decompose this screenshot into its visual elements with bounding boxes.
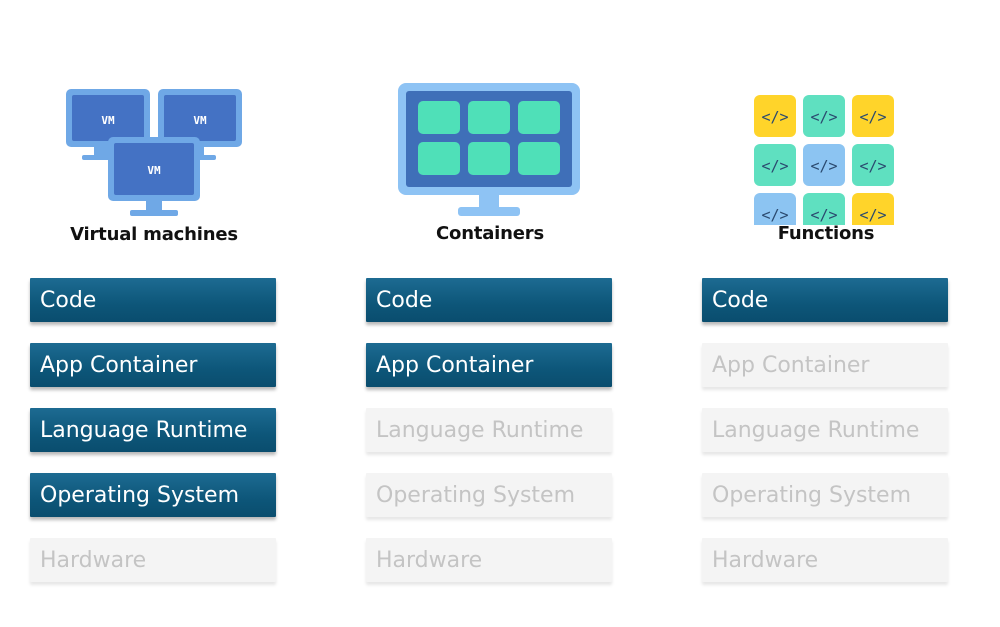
- layer-stack: Code App Container Language Runtime Oper…: [366, 278, 614, 603]
- function-tile: </>: [852, 144, 894, 186]
- vm-monitor-left: VM: [66, 89, 150, 147]
- column-title: Virtual machines: [70, 224, 238, 245]
- functions-icon: </> </> </> </> </> </> </> </> </>: [702, 75, 950, 225]
- vm-label: VM: [147, 164, 161, 177]
- layer-app-container: App Container: [366, 343, 612, 387]
- function-tile: </>: [803, 193, 845, 225]
- vm-label: VM: [101, 114, 115, 127]
- layer-operating-system: Operating System: [30, 473, 276, 517]
- layer-code: Code: [30, 278, 276, 322]
- layer-language-runtime: Language Runtime: [702, 408, 948, 452]
- function-tile: </>: [803, 144, 845, 186]
- column-virtual-machines: VM VM VM: [30, 0, 278, 627]
- code-glyph: </>: [761, 157, 788, 175]
- layer-operating-system: Operating System: [366, 473, 612, 517]
- code-glyph: </>: [810, 206, 837, 224]
- vm-monitor-front: VM: [108, 137, 200, 216]
- layer-hardware: Hardware: [702, 538, 948, 582]
- layer-language-runtime: Language Runtime: [30, 408, 276, 452]
- layer-app-container: App Container: [702, 343, 948, 387]
- containers-icon: [366, 75, 614, 225]
- column-title: Functions: [777, 223, 875, 244]
- vm-monitor-right: VM: [158, 89, 242, 160]
- function-tile: </>: [754, 193, 796, 225]
- function-tile: </>: [852, 95, 894, 137]
- layer-stack: Code App Container Language Runtime Oper…: [702, 278, 950, 603]
- code-glyph: </>: [859, 108, 886, 126]
- function-tile: </>: [852, 193, 894, 225]
- layer-hardware: Hardware: [366, 538, 612, 582]
- code-glyph: </>: [761, 108, 788, 126]
- column-containers: Containers Code App Container Language R…: [366, 0, 614, 627]
- layer-code: Code: [366, 278, 612, 322]
- column-title: Containers: [436, 223, 544, 244]
- virtual-machines-icon: VM VM VM: [30, 75, 278, 225]
- code-glyph: </>: [810, 108, 837, 126]
- column-functions: </> </> </> </> </> </> </> </> </> Functions Co…: [702, 0, 950, 627]
- layer-operating-system: Operating System: [702, 473, 948, 517]
- code-glyph: </>: [761, 206, 788, 224]
- function-tile: </>: [754, 95, 796, 137]
- layer-code: Code: [702, 278, 948, 322]
- code-glyph: </>: [859, 157, 886, 175]
- code-glyph: </>: [810, 157, 837, 175]
- layer-language-runtime: Language Runtime: [366, 408, 612, 452]
- vm-label: VM: [193, 114, 207, 127]
- code-glyph: </>: [859, 206, 886, 224]
- layer-stack: Code App Container Language Runtime Oper…: [30, 278, 278, 603]
- layer-app-container: App Container: [30, 343, 276, 387]
- function-tile: </>: [803, 95, 845, 137]
- layer-hardware: Hardware: [30, 538, 276, 582]
- function-tile: </>: [754, 144, 796, 186]
